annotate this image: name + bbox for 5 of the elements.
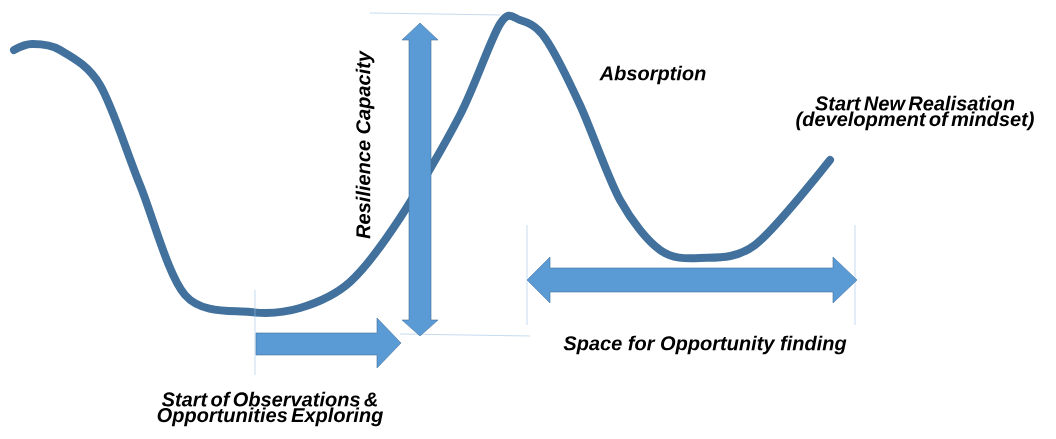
annotation-text: Start New Realisation (development of mindset) <box>796 95 1034 131</box>
annotation-text: Start of Observations & Opportunities Exploring <box>157 391 383 427</box>
annotation-text: Absorption <box>599 65 706 85</box>
annotation-text: Space for Opportunity finding <box>563 335 847 355</box>
annotation-text: Resilience Capacity <box>355 50 375 239</box>
